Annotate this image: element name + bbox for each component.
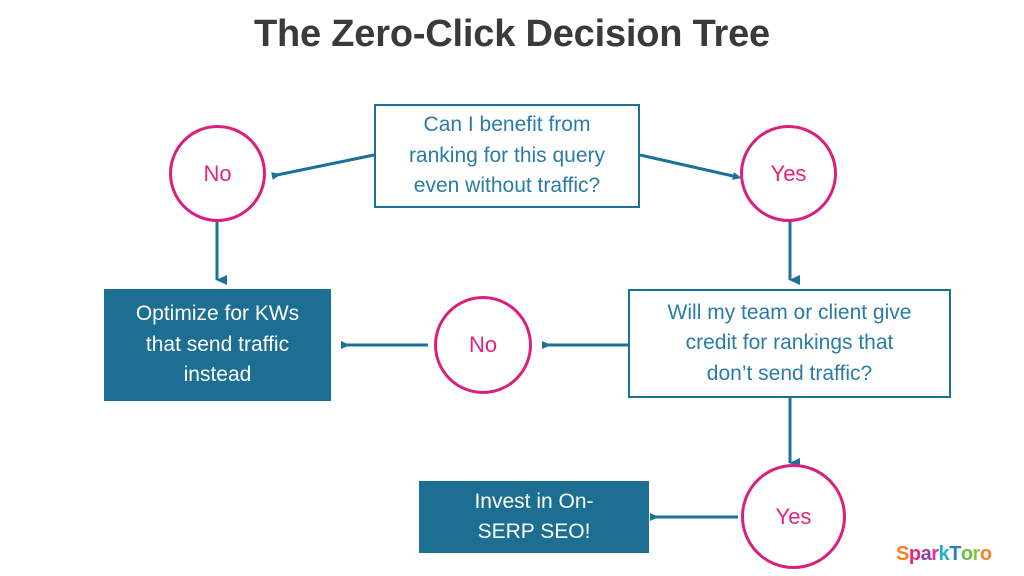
question-box-label: Can I benefit from ranking for this quer… [409,110,605,201]
decision-circle-yes-2[interactable]: Yes [741,464,846,569]
decision-circle-label: Yes [770,160,807,186]
line-3: instead [183,363,252,387]
decision-circle-no-1[interactable]: No [169,125,266,222]
question-box-can-i-benefit[interactable]: Can I benefit from ranking for this quer… [374,104,640,208]
action-box-label: Optimize for KWs that send traffic inste… [136,299,299,390]
decision-circle-label: No [203,160,232,186]
line-2: that send traffic [145,332,290,356]
line-1: Will my team or client give [667,300,912,324]
edge-q1-to-yes1 [639,153,742,180]
action-box-optimize-for-kws[interactable]: Optimize for KWs that send traffic inste… [104,289,331,401]
question-box-label: Will my team or client give credit for r… [668,298,912,389]
line-3: even without traffic? [413,174,601,198]
decision-circle-no-2[interactable]: No [434,296,532,394]
logo-letter-3: r [931,543,939,565]
logo-letter-1: p [908,543,921,565]
page-title: The Zero-Click Decision Tree [253,13,770,55]
logo-letter-2: a [920,543,932,565]
logo-letter-5: T [949,543,961,565]
action-box-label: Invest in On- SERP SEO! [474,487,593,548]
sparktoro-logo[interactable]: SparkToro [896,543,992,566]
action-box-invest-on-serp-seo[interactable]: Invest in On- SERP SEO! [419,481,649,553]
decision-circle-label: No [468,332,498,357]
edge-q1-to-no1 [271,153,375,180]
logo-letter-6: o [960,543,973,565]
line-3: don’t send traffic? [706,361,873,385]
logo-letter-0: S [896,543,909,565]
logo-letter-4: k [938,543,950,565]
line-1: Can I benefit from [423,113,591,137]
decision-circle-label: Yes [775,503,812,529]
logo-letter-8: o [979,543,992,565]
logo-letter-7: r [972,543,981,565]
decision-circle-yes-1[interactable]: Yes [740,125,837,222]
line-1: Invest in On- [474,489,594,513]
line-2: credit for rankings that [685,331,894,355]
question-box-will-my-team[interactable]: Will my team or client give credit for r… [628,289,951,398]
line-2: ranking for this query [408,143,606,167]
line-2: SERP SEO! [477,520,591,543]
line-1: Optimize for KWs [135,302,300,326]
